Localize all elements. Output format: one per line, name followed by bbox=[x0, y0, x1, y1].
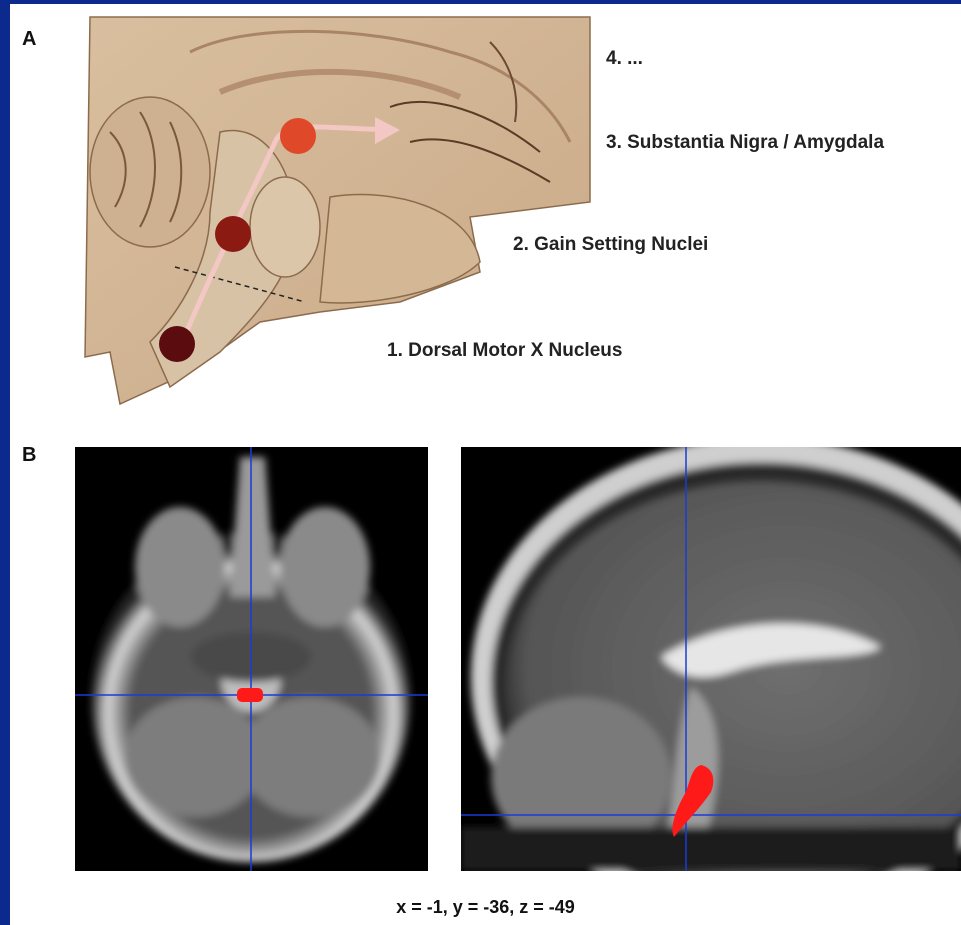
stage-2-label: 2. Gain Setting Nuclei bbox=[513, 234, 708, 256]
panel-b-letter: B bbox=[22, 444, 36, 467]
highlight-region bbox=[237, 688, 263, 702]
cerebellum bbox=[90, 97, 210, 247]
pons bbox=[250, 177, 320, 277]
stage-1-label: 1. Dorsal Motor X Nucleus bbox=[387, 340, 622, 362]
mni-coordinates: x = -1, y = -36, z = -49 bbox=[10, 897, 961, 918]
stage-4-label: 4. ... bbox=[606, 48, 643, 70]
stage-2-marker bbox=[215, 216, 251, 252]
stage-1-marker bbox=[159, 326, 195, 362]
axial-mri-image bbox=[75, 447, 428, 871]
panel-a-letter: A bbox=[22, 28, 36, 51]
stage-3-label: 3. Substantia Nigra / Amygdala bbox=[606, 132, 884, 154]
figure: A B 4. ... 3. bbox=[10, 4, 961, 925]
sagittal-mri-image bbox=[461, 447, 961, 871]
stage-3-marker bbox=[280, 118, 316, 154]
